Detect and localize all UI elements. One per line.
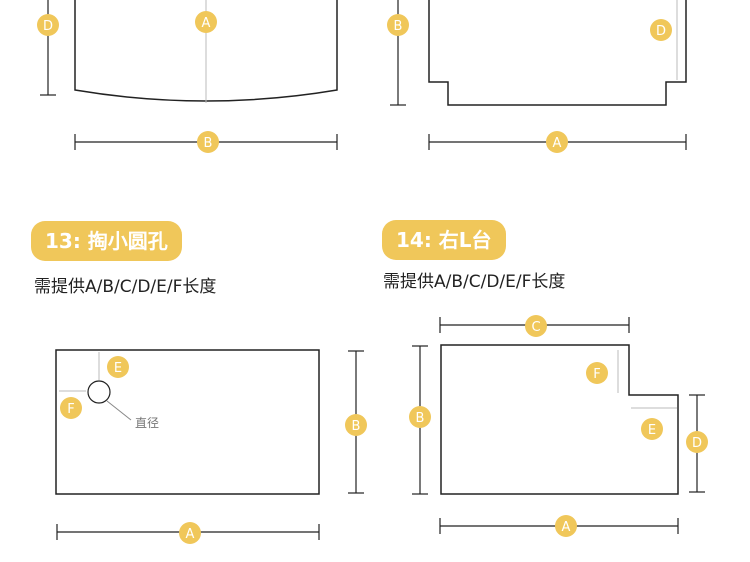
top-left-diagram: D A B [37,0,338,153]
svg-text:F: F [67,402,74,417]
svg-text:B: B [352,419,361,434]
svg-text:B: B [416,411,425,426]
section-14-diagram: C F B E D A [409,315,708,537]
svg-text:A: A [562,520,571,535]
svg-text:B: B [394,19,403,34]
s13-board [55,349,320,495]
s14-badge-e: E [641,418,663,440]
section-13-diagram: 直径 E F B A [55,349,367,544]
s13-badge-b: B [345,414,367,436]
top-right-outline [428,0,687,106]
top-right-badge-a: A [546,131,568,153]
top-left-badge-d: D [37,14,59,36]
s14-badge-d: D [686,431,708,453]
s13-badge-e: E [107,356,129,378]
s13-badge-f: F [60,397,82,419]
section-13-requirement: 需提供A/B/C/D/E/F长度 [34,277,217,297]
svg-text:D: D [43,19,53,34]
svg-text:E: E [648,423,656,438]
s13-annotation: 直径 [135,416,159,430]
svg-text:C: C [531,320,540,335]
svg-text:F: F [593,367,600,382]
s14-badge-a: A [555,515,577,537]
svg-text:B: B [204,136,213,151]
section-13-title: 13: 掏小圆孔 [31,221,182,261]
svg-text:D: D [692,436,702,451]
svg-text:A: A [202,16,211,31]
s14-badge-b: B [409,406,431,428]
top-right-diagram: B D A [387,0,687,153]
section-14-title: 14: 右L台 [382,220,506,260]
top-left-badge-b: B [197,131,219,153]
top-right-badge-d: D [650,19,672,41]
svg-text:A: A [553,136,562,151]
s14-badge-f: F [586,362,608,384]
s13-hole [87,380,111,404]
s13-leader [106,400,132,421]
top-left-badge-a: A [195,11,217,33]
top-right-badge-b: B [387,14,409,36]
section-14-requirement: 需提供A/B/C/D/E/F长度 [383,272,566,292]
svg-text:A: A [186,527,195,542]
s14-board [440,344,679,495]
s14-badge-c: C [525,315,547,337]
svg-text:D: D [656,24,666,39]
s13-badge-a: A [179,522,201,544]
svg-text:E: E [114,361,122,376]
